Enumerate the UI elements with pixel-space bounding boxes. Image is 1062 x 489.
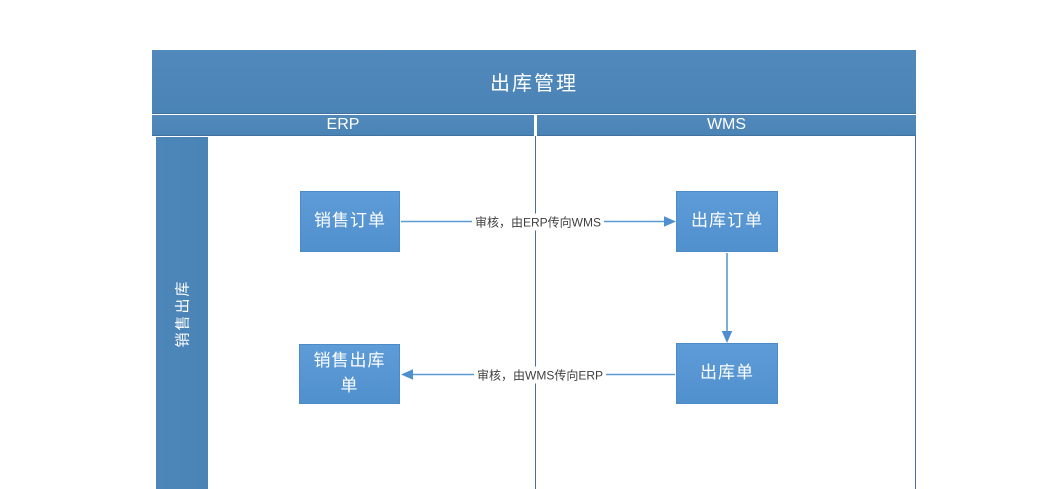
column-header-wms-label: WMS: [706, 116, 747, 133]
node-outbound-doc-label: 出库单: [700, 363, 754, 383]
diagram-title-bar: 出库管理: [152, 50, 916, 113]
column-header-erp: ERP: [152, 115, 534, 136]
node-sales-order: 销售订单: [300, 191, 400, 252]
column-header-wms: WMS: [537, 115, 916, 136]
swimlane-label: 销售出库: [174, 278, 192, 348]
arrow-label-erp-to-wms: 审核，由ERP传向WMS: [471, 213, 605, 231]
node-sales-outbound-doc-label: 销售出库单: [313, 351, 386, 395]
diagram-right-border: [915, 136, 916, 489]
column-header-row: ERP WMS: [152, 113, 916, 136]
erp-wms-divider-line: [535, 136, 536, 489]
node-outbound-order: 出库订单: [676, 191, 778, 252]
diagram-title: 出库管理: [490, 73, 578, 95]
node-outbound-doc: 出库单: [676, 343, 778, 404]
arrow-outbound-order-to-outbound-doc: [721, 253, 733, 343]
column-header-erp-label: ERP: [326, 116, 360, 133]
node-sales-order-label: 销售订单: [314, 211, 386, 231]
node-outbound-order-label: 出库订单: [691, 211, 763, 231]
arrow-label-wms-to-erp: 审核，由WMS传向ERP: [473, 366, 607, 384]
swimlane-label-strip: 销售出库: [156, 137, 208, 489]
node-sales-outbound-doc: 销售出库单: [299, 344, 400, 404]
